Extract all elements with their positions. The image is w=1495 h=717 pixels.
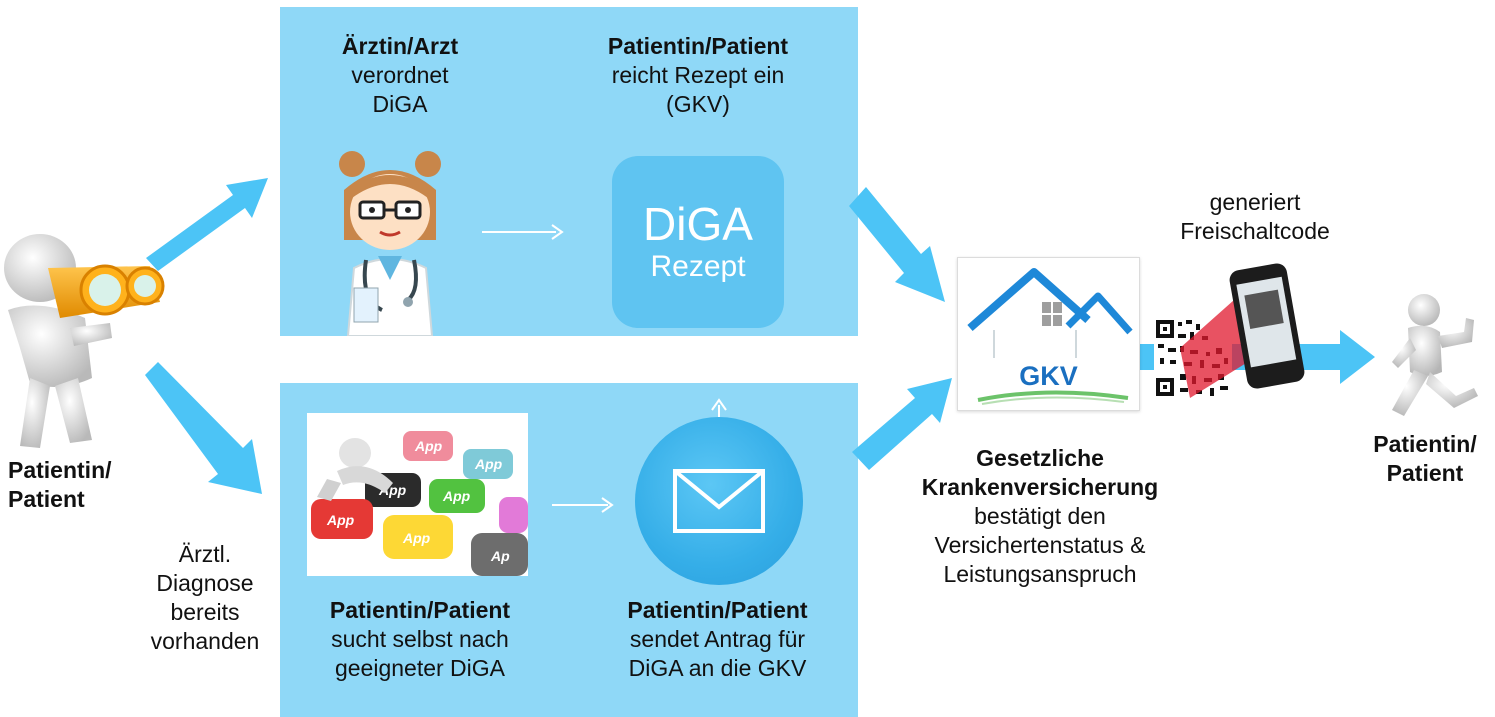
mail-icon <box>673 469 765 533</box>
patient-binoculars-icon <box>4 234 165 448</box>
diagnosis-note: Ärztl. Diagnose bereits vorhanden <box>130 540 280 656</box>
doctor-illustration <box>339 151 441 336</box>
app-key-5: App <box>326 512 355 528</box>
apply-title: Patientin/Patient <box>627 597 808 623</box>
apply-line2: DiGA an die GKV <box>628 655 807 681</box>
top-inner-arrow <box>482 231 556 233</box>
app-key-6: App <box>402 530 431 546</box>
gkv-card: GKV <box>957 257 1140 411</box>
code-caption: generiert Freischaltcode <box>1160 188 1350 246</box>
bottom-inner-arrowhead <box>601 497 614 513</box>
diagnosis-line4: vorhanden <box>150 628 260 654</box>
left-patient-line1: Patientin/ <box>8 457 112 483</box>
diagnosis-line2: Diagnose <box>156 570 254 596</box>
app-key-4: App <box>442 488 471 504</box>
search-line2: geeigneter DiGA <box>334 655 506 681</box>
apply-caption: Patientin/Patient sendet Antrag für DiGA… <box>580 596 855 683</box>
gkv-caption: Gesetzliche Krankenversicherung bestätig… <box>880 444 1200 589</box>
smartphone-icon <box>1229 263 1305 389</box>
mail-icon-circle <box>635 417 803 585</box>
patient-running-icon <box>1392 294 1478 416</box>
gkv-line2: Versichertenstatus & <box>934 532 1146 558</box>
bottom-inner-arrow <box>552 504 608 506</box>
app-key-7: Ap <box>490 548 510 564</box>
gkv-house-logo <box>967 268 1133 405</box>
app-key-2: App <box>474 456 503 472</box>
submit-line1: reicht Rezept ein <box>611 62 785 88</box>
gkv-line1: bestätigt den <box>974 503 1106 529</box>
qr-scan-graphic <box>1154 263 1305 398</box>
doctor-line1: verordnet <box>351 62 449 88</box>
code-line2: Freischaltcode <box>1180 218 1330 244</box>
gkv-line3: Leistungsanspruch <box>943 561 1137 587</box>
diagnosis-line3: bereits <box>170 599 240 625</box>
left-patient-label: Patientin/ Patient <box>8 456 128 514</box>
arrow-bottom-to-gkv <box>852 378 952 470</box>
search-caption: Patientin/Patient sucht selbst nach geei… <box>295 596 545 683</box>
right-patient-line1: Patientin/ <box>1373 431 1477 457</box>
code-line1: generiert <box>1209 189 1301 215</box>
left-patient-line2: Patient <box>8 486 85 512</box>
arrow-top-to-gkv <box>849 187 945 302</box>
search-title: Patientin/Patient <box>329 597 511 623</box>
doctor-title: Ärztin/Arzt <box>341 33 459 59</box>
diga-app-photo: App App App App App App Ap <box>307 413 528 576</box>
diga-tile-line2: Rezept <box>650 250 746 283</box>
mail-up-arrowhead <box>711 398 727 411</box>
gkv-title2: Krankenversicherung <box>921 474 1159 500</box>
diagnosis-line1: Ärztl. <box>178 541 232 567</box>
submit-title: Patientin/Patient <box>607 33 789 59</box>
search-line1: sucht selbst nach <box>331 626 509 652</box>
gkv-title: Gesetzliche <box>976 445 1104 471</box>
submit-caption: Patientin/Patient reicht Rezept ein (GKV… <box>568 32 828 119</box>
doctor-caption: Ärztin/Arzt verordnet DiGA <box>300 32 500 119</box>
doctor-line2: DiGA <box>372 91 428 117</box>
right-patient-label: Patientin/ Patient <box>1355 430 1495 488</box>
right-patient-line2: Patient <box>1386 460 1464 486</box>
gkv-logo-text: GKV <box>1019 361 1078 391</box>
apply-line1: sendet Antrag für <box>629 626 806 652</box>
diga-prescription-tile: DiGA Rezept <box>612 156 784 328</box>
top-inner-arrowhead <box>551 224 564 240</box>
submit-line2: (GKV) <box>666 91 730 117</box>
diga-tile-line1: DiGA <box>643 198 753 250</box>
arrow-to-top-panel <box>146 178 268 271</box>
arrow-to-bottom-panel <box>145 362 262 494</box>
app-key-1: App <box>414 438 443 454</box>
